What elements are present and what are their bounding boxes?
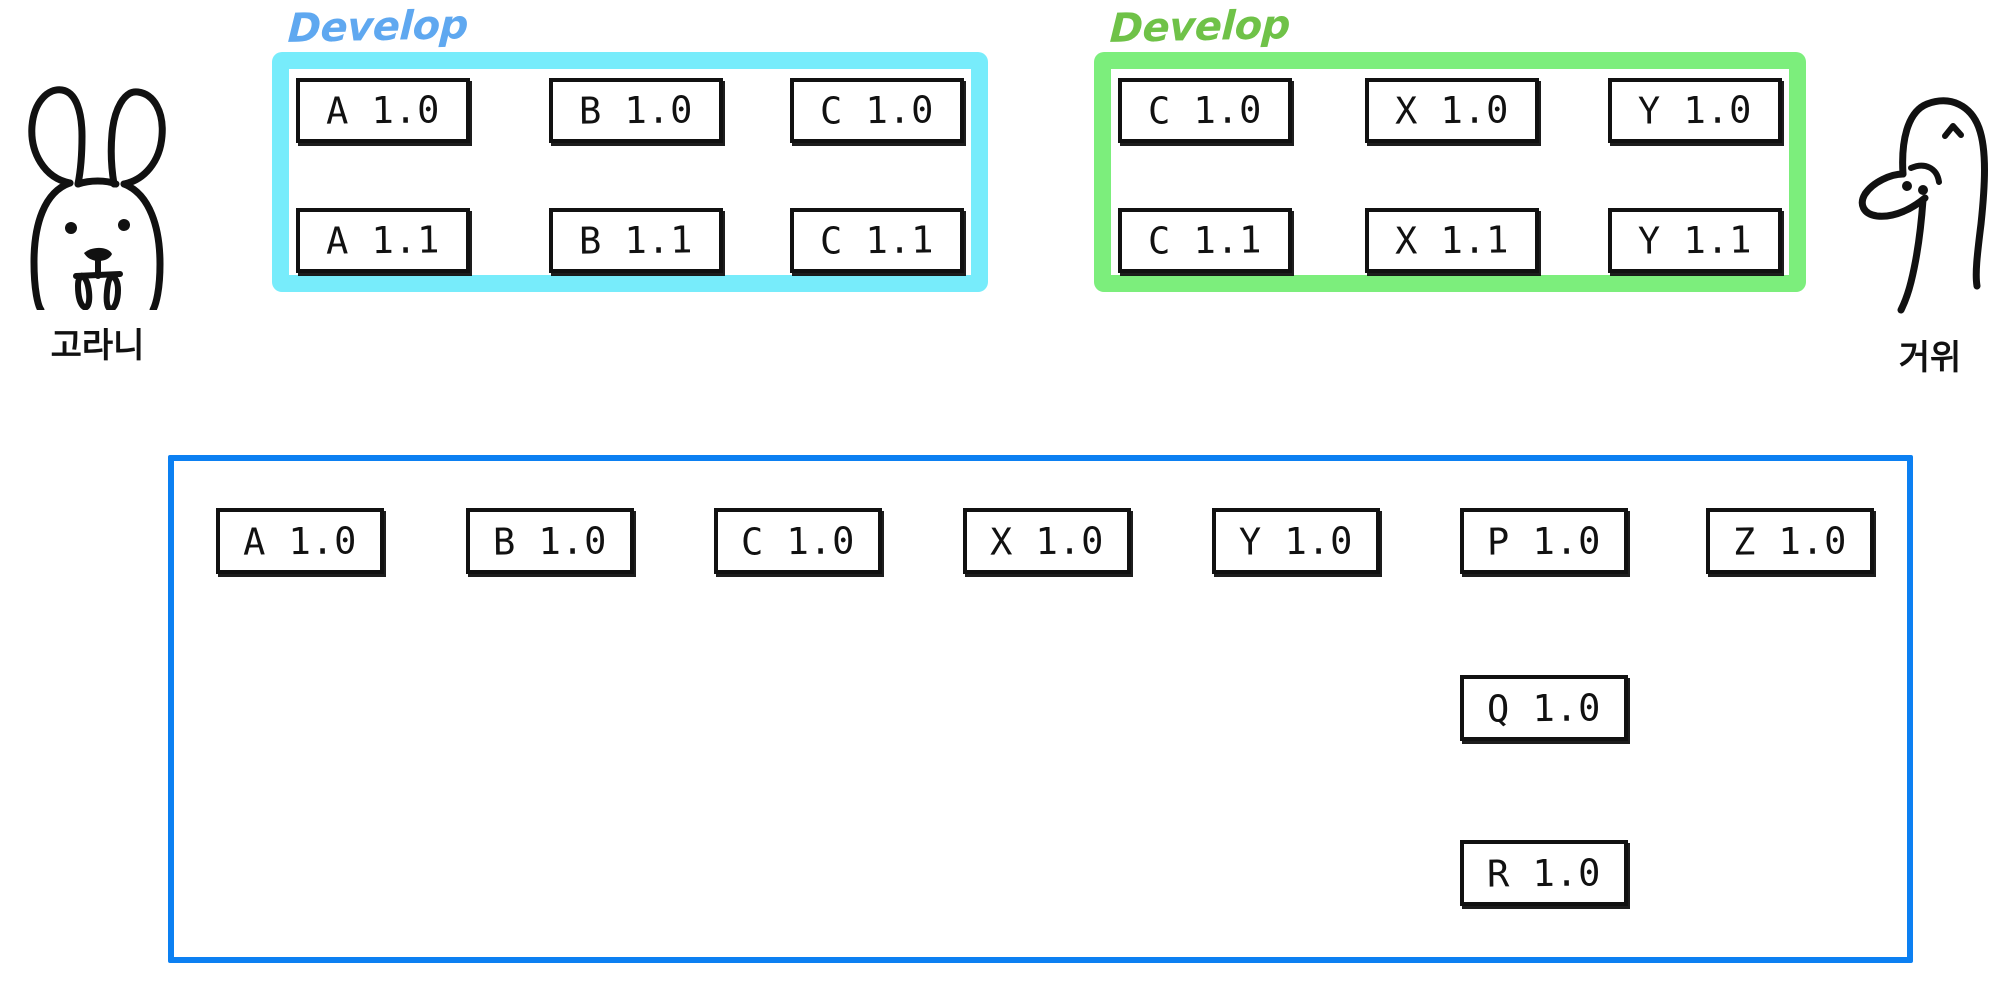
package-label: C 1.0 <box>819 88 935 133</box>
package-label: B 1.1 <box>578 218 694 263</box>
package-label: A 1.0 <box>325 88 441 133</box>
package-box[interactable]: B 1.0 <box>466 508 634 574</box>
package-box[interactable]: A 1.0 <box>216 508 384 574</box>
character-korean-water-deer: 고라니 <box>8 80 188 366</box>
package-label: X 1.0 <box>1394 88 1510 133</box>
env-label-develop-green: Develop <box>1108 2 1292 52</box>
package-box[interactable]: B 1.1 <box>549 208 723 273</box>
deer-eye-right <box>118 219 130 231</box>
package-box[interactable]: A 1.0 <box>296 78 470 143</box>
package-label: B 1.0 <box>578 88 694 133</box>
package-box[interactable]: A 1.1 <box>296 208 470 273</box>
package-label: A 1.0 <box>242 518 358 564</box>
env-label-develop-cyan: Develop <box>286 2 470 52</box>
package-label: C 1.1 <box>819 218 935 263</box>
package-label: Y 1.1 <box>1637 218 1753 263</box>
package-box[interactable]: C 1.0 <box>790 78 964 143</box>
package-box[interactable]: C 1.1 <box>790 208 964 273</box>
package-box[interactable]: Z 1.0 <box>1706 508 1874 574</box>
package-label: C 1.0 <box>1147 88 1263 133</box>
package-label: Y 1.0 <box>1238 518 1354 564</box>
package-label: P 1.0 <box>1486 518 1602 564</box>
deer-eye-left <box>65 222 77 234</box>
package-label: Q 1.0 <box>1486 685 1602 731</box>
package-label: A 1.1 <box>325 218 441 263</box>
deer-nose <box>84 247 112 261</box>
package-label: X 1.0 <box>989 518 1105 564</box>
package-box[interactable]: B 1.0 <box>549 78 723 143</box>
goose-nostril <box>1918 185 1928 195</box>
package-label: X 1.1 <box>1394 218 1510 263</box>
goose-eye <box>1902 181 1912 191</box>
package-label: B 1.0 <box>492 518 608 564</box>
package-label: C 1.0 <box>740 518 856 564</box>
package-label: R 1.0 <box>1486 850 1602 896</box>
package-box[interactable]: Y 1.1 <box>1608 208 1782 273</box>
korean-water-deer-icon <box>28 86 166 310</box>
package-label: Z 1.0 <box>1732 518 1848 564</box>
package-box[interactable]: R 1.0 <box>1460 840 1628 906</box>
character-label-korean-water-deer: 고라니 <box>50 326 145 366</box>
package-box[interactable]: X 1.0 <box>1365 78 1539 143</box>
character-goose: 거위 <box>1845 58 2005 378</box>
package-label: Y 1.0 <box>1637 88 1753 133</box>
package-label: C 1.1 <box>1147 218 1263 263</box>
package-box[interactable]: X 1.1 <box>1365 208 1539 273</box>
character-label-goose: 거위 <box>1898 338 1962 378</box>
goose-eyebrow <box>1942 123 1964 139</box>
package-box[interactable]: Y 1.0 <box>1212 508 1380 574</box>
package-box[interactable]: C 1.0 <box>714 508 882 574</box>
package-box[interactable]: Y 1.0 <box>1608 78 1782 143</box>
package-box[interactable]: X 1.0 <box>963 508 1131 574</box>
goose-icon <box>1858 97 1988 314</box>
package-box[interactable]: C 1.0 <box>1118 78 1292 143</box>
package-box[interactable]: P 1.0 <box>1460 508 1628 574</box>
package-box[interactable]: C 1.1 <box>1118 208 1292 273</box>
package-box[interactable]: Q 1.0 <box>1460 675 1628 741</box>
